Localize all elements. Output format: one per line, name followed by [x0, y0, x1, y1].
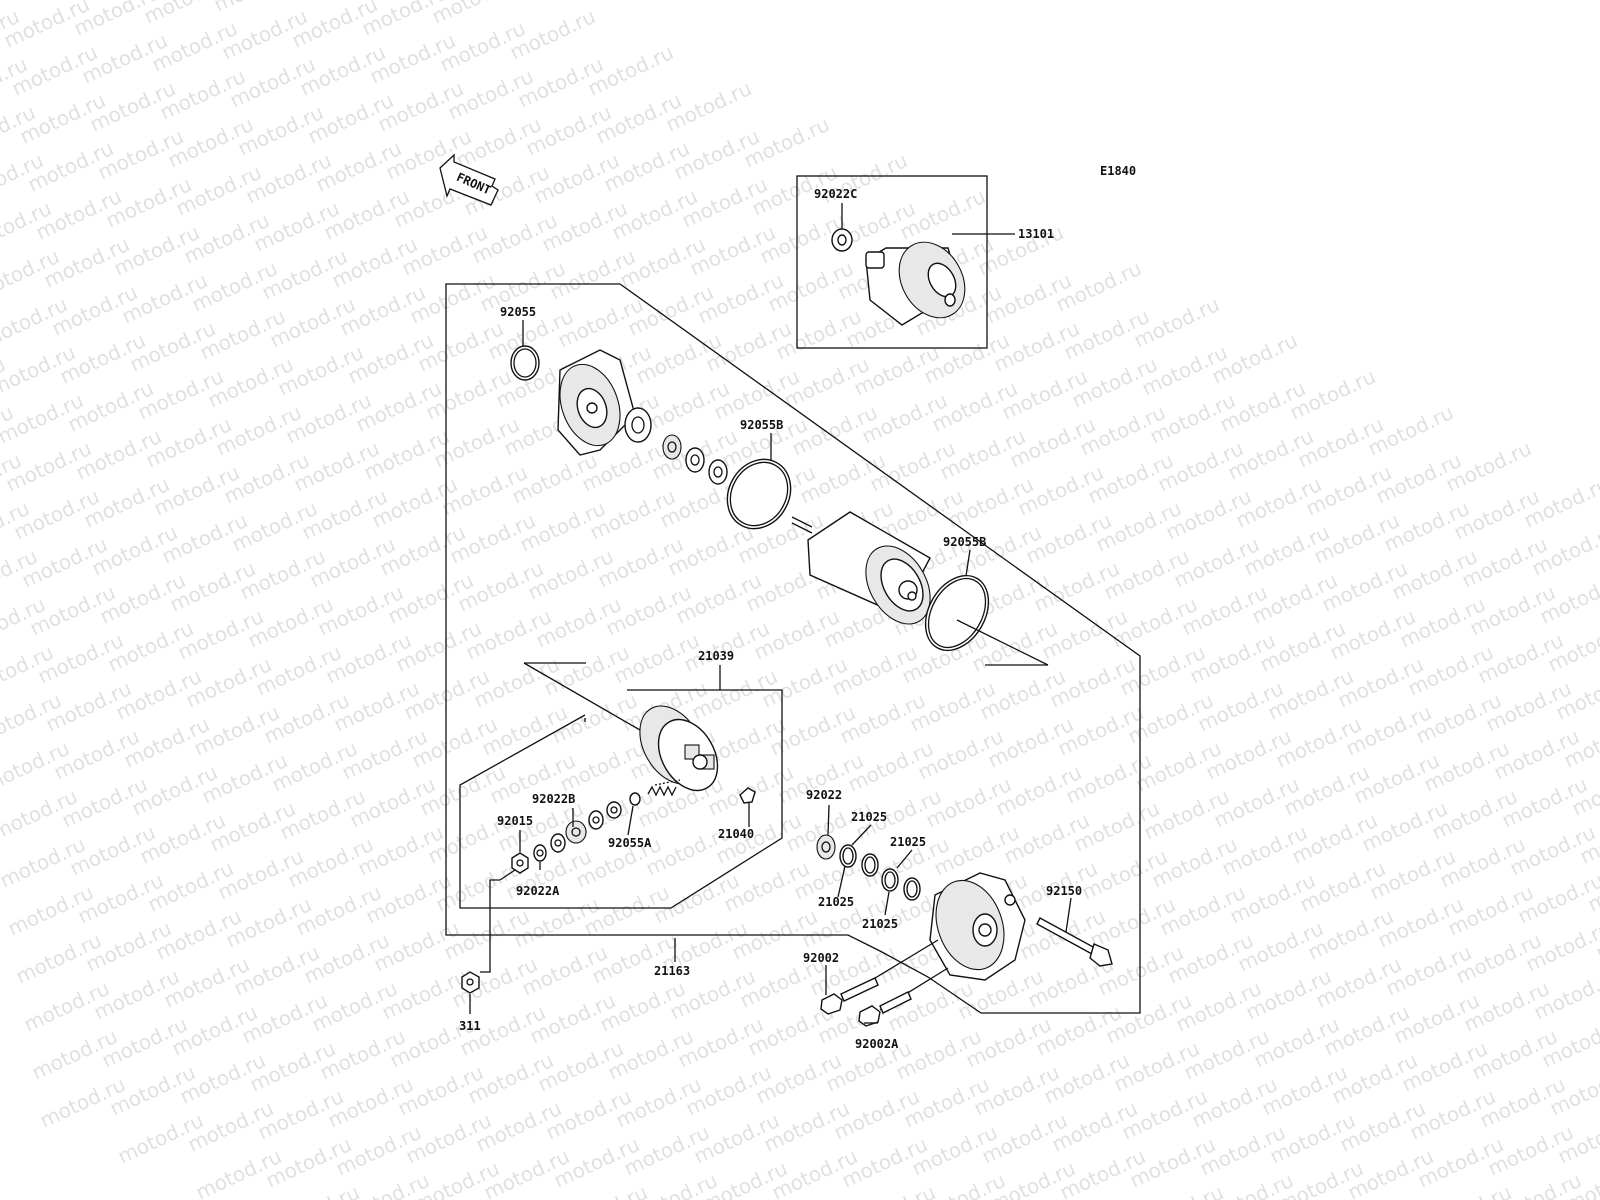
washer-part	[662, 434, 682, 460]
callout-311: 311	[459, 1019, 481, 1033]
assembly-outline-21039	[459, 689, 783, 909]
callout-92022: 92022	[806, 788, 842, 802]
drawing-code: E1840	[1100, 164, 1136, 178]
leader-lines	[469, 203, 1072, 1024]
nut-92015	[511, 852, 529, 874]
o-ring-92055B-upper	[726, 458, 792, 530]
callout-21025-a: 21025	[851, 810, 887, 824]
callout-21040: 21040	[718, 827, 754, 841]
callout-13101: 13101	[1018, 227, 1054, 241]
insulator-washer-part	[565, 820, 587, 844]
callout-92055B-lower: 92055B	[943, 535, 986, 549]
callout-92150: 92150	[1046, 884, 1082, 898]
washer-part	[685, 447, 705, 473]
callout-92055A: 92055A	[608, 836, 652, 850]
callout-92002: 92002	[803, 951, 839, 965]
bolt-92002A	[858, 967, 949, 1027]
callout-21025-c: 21025	[818, 895, 854, 909]
nut-311	[461, 971, 480, 994]
callout-92055B-upper: 92055B	[740, 418, 783, 432]
o-ring-92055	[510, 345, 540, 381]
callout-92002A: 92002A	[855, 1037, 899, 1051]
washer-part	[708, 459, 728, 485]
assembly-box-13101	[796, 175, 988, 349]
assembly-outline-21163	[445, 283, 1141, 1014]
callout-21025-b: 21025	[890, 835, 926, 849]
callout-92022C: 92022C	[814, 187, 857, 201]
rear-cover-part	[929, 872, 1026, 981]
bolt-92002	[820, 939, 939, 1015]
callout-92022B: 92022B	[532, 792, 575, 806]
o-ring-92055B-lower	[924, 574, 990, 652]
brush-plate-part	[639, 705, 719, 792]
callout-92015: 92015	[497, 814, 533, 828]
washer-part	[588, 810, 604, 830]
front-cover-part	[557, 349, 636, 456]
starter-clutch-part	[831, 228, 966, 326]
callout-92022A: 92022A	[516, 884, 560, 898]
washer-92022A	[533, 844, 547, 862]
yoke-armature-part	[791, 511, 931, 625]
callout-21025-d: 21025	[862, 917, 898, 931]
washer-92022B	[550, 833, 566, 853]
brush-spring-21040	[739, 787, 756, 804]
callout-21163: 21163	[654, 964, 690, 978]
o-ring-92055A	[629, 792, 641, 806]
bolt-92150	[1036, 917, 1113, 967]
washer-92022	[816, 834, 836, 860]
callout-92055: 92055	[500, 305, 536, 319]
washer-part	[606, 801, 622, 819]
lock-washer-part	[624, 407, 652, 443]
callout-21039: 21039	[698, 649, 734, 663]
